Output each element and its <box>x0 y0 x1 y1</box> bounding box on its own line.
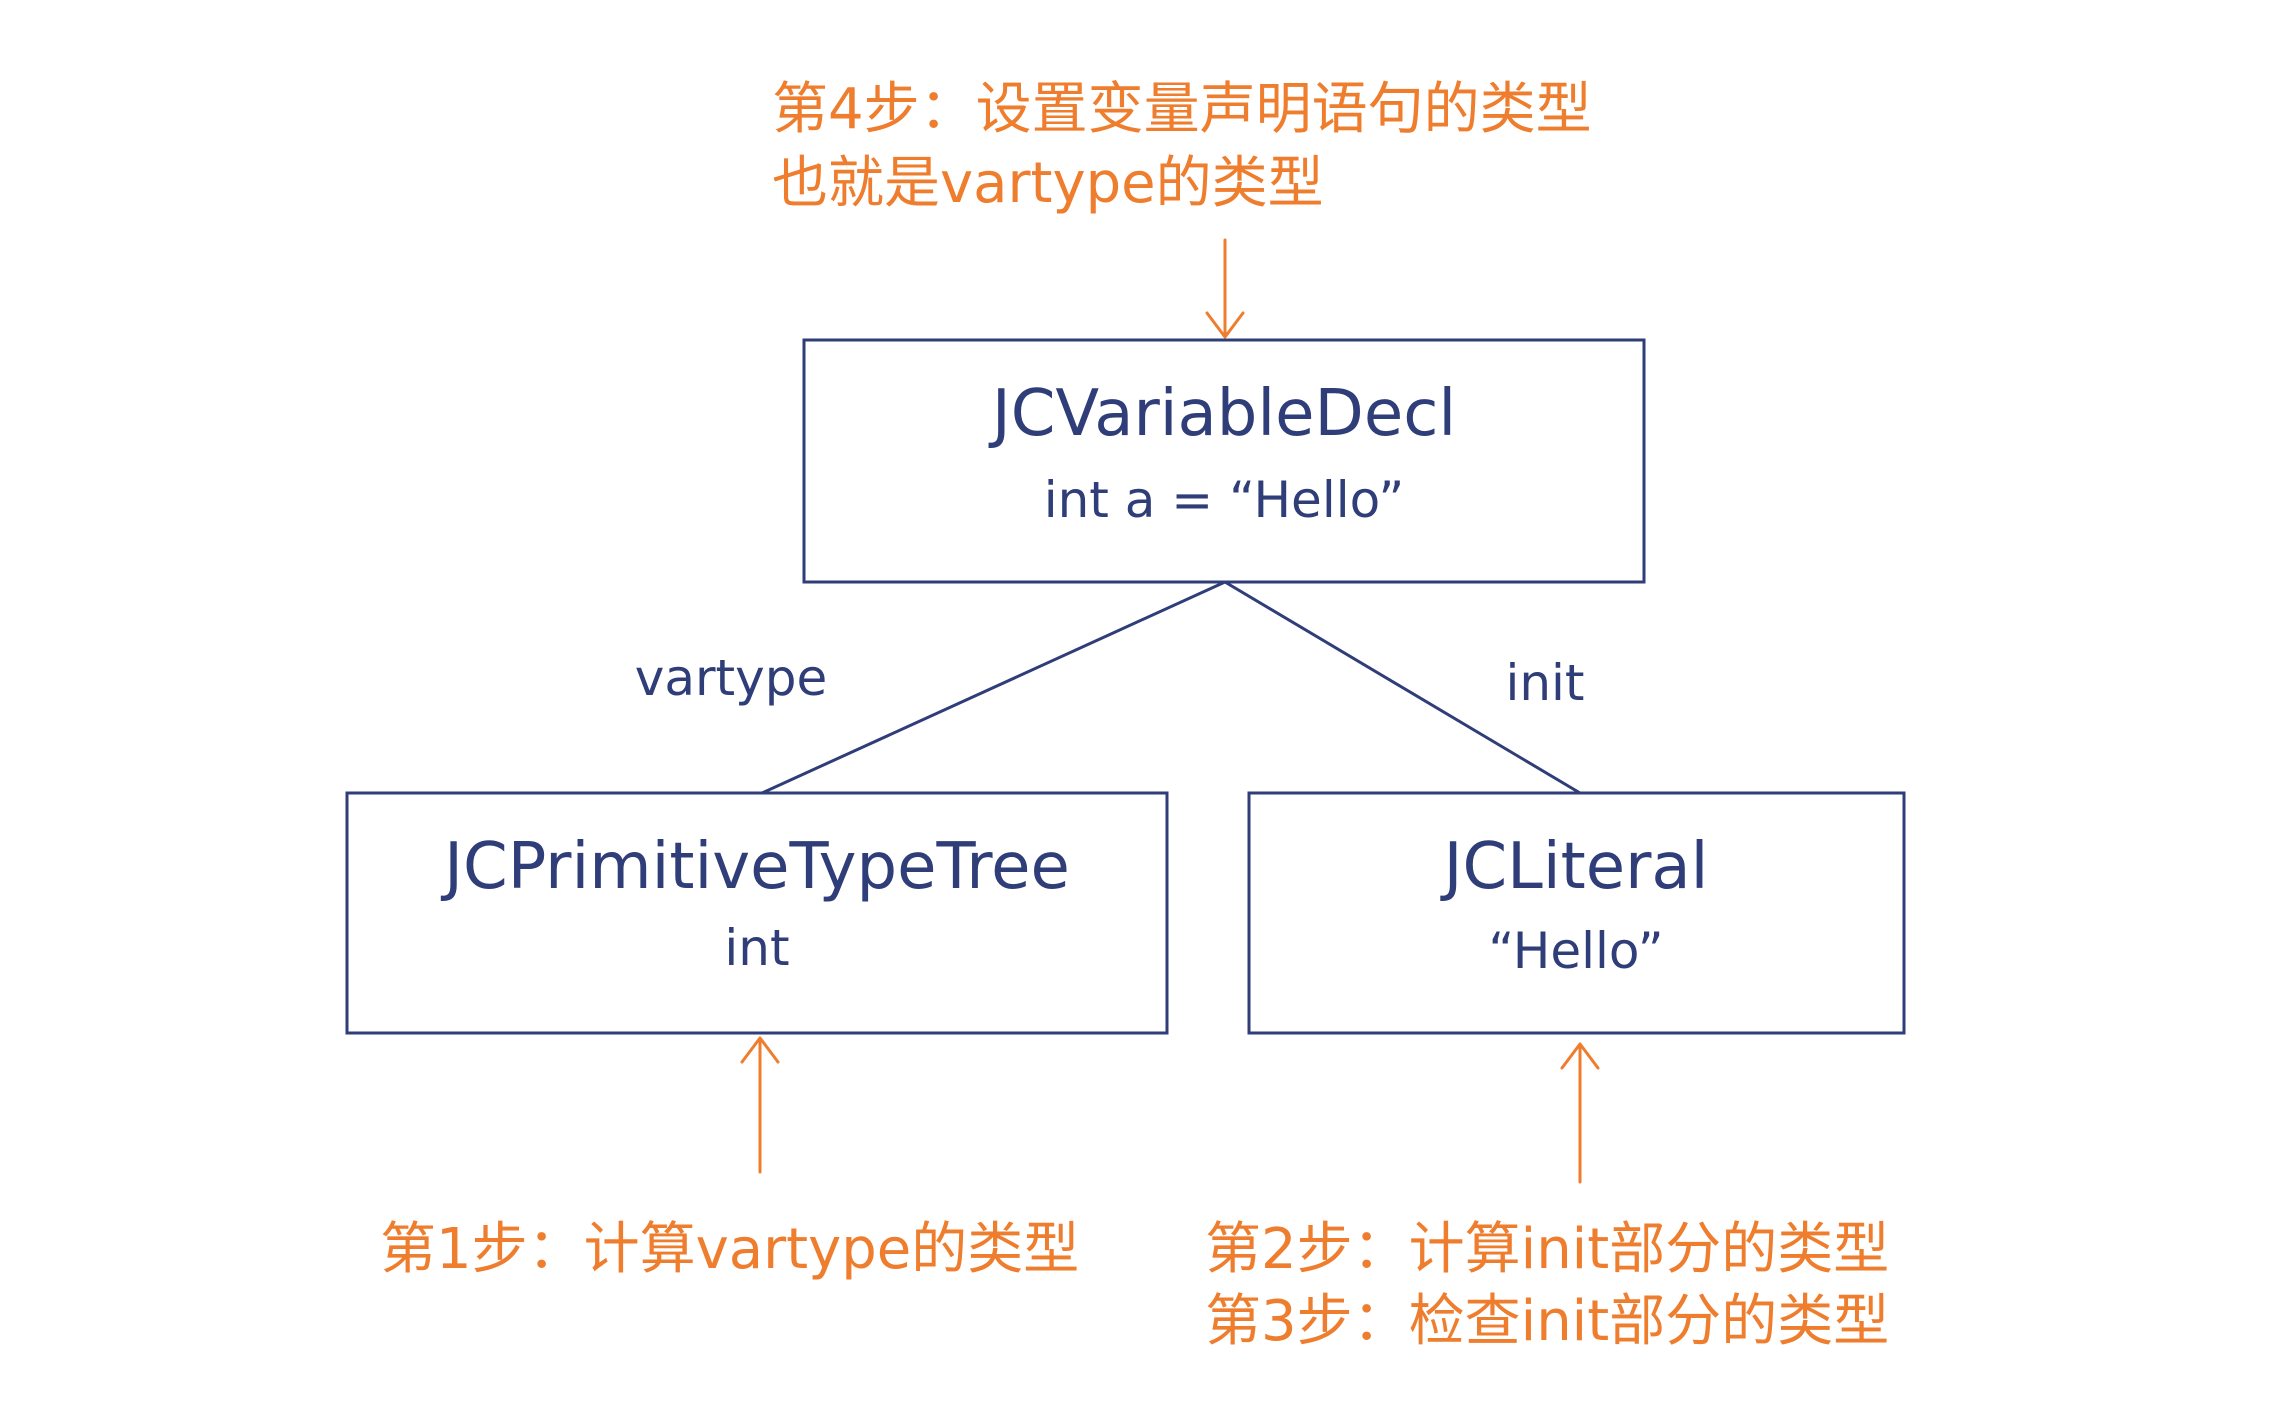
annotation-step3: 第3步：检查init部分的类型 <box>1205 1289 1889 1354</box>
arrow-to-right-head <box>1560 1042 1600 1070</box>
arrow-to-right-node <box>1560 1042 1600 1184</box>
edge-vartype <box>761 580 1226 795</box>
edge-label-init: init <box>1505 654 1584 712</box>
arrow-to-root <box>1205 238 1245 339</box>
node-jcvariabledecl: JCVariableDecl int a = “Hello” <box>802 338 1646 584</box>
node-jcliteral-box <box>1247 791 1906 1035</box>
arrow-to-left-node <box>740 1036 780 1174</box>
annotation-step4-line2: 也就是vartype的类型 <box>772 151 1324 216</box>
node-jcprimitivetypetree: JCPrimitiveTypeTree int <box>345 791 1169 1035</box>
annotation-step2: 第2步：计算init部分的类型 <box>1205 1217 1889 1282</box>
node-jcliteral-subtitle: “Hello” <box>1488 922 1663 980</box>
annotation-step4-line1: 第4步：设置变量声明语句的类型 <box>772 77 1592 142</box>
bottom-left-annotation: 第1步：计算vartype的类型 <box>380 1217 1079 1282</box>
node-jcprimitivetypetree-box <box>345 791 1169 1035</box>
node-jcvariabledecl-box <box>802 338 1646 584</box>
node-jcliteral: JCLiteral “Hello” <box>1247 791 1906 1035</box>
edge-init <box>1224 580 1581 795</box>
bottom-right-annotation: 第2步：计算init部分的类型 第3步：检查init部分的类型 <box>1205 1217 1889 1354</box>
edge-label-vartype: vartype <box>635 649 827 707</box>
arrow-to-root-head <box>1205 311 1245 339</box>
top-annotation: 第4步：设置变量声明语句的类型 也就是vartype的类型 <box>772 77 1592 216</box>
node-jcvariabledecl-subtitle: int a = “Hello” <box>1044 471 1405 529</box>
node-jcprimitivetypetree-subtitle: int <box>724 919 789 977</box>
node-jcvariabledecl-title: JCVariableDecl <box>988 377 1456 451</box>
annotation-step1: 第1步：计算vartype的类型 <box>380 1217 1079 1282</box>
arrow-to-left-head <box>740 1036 780 1064</box>
node-jcliteral-title: JCLiteral <box>1440 830 1709 904</box>
node-jcprimitivetypetree-title: JCPrimitiveTypeTree <box>440 830 1070 904</box>
